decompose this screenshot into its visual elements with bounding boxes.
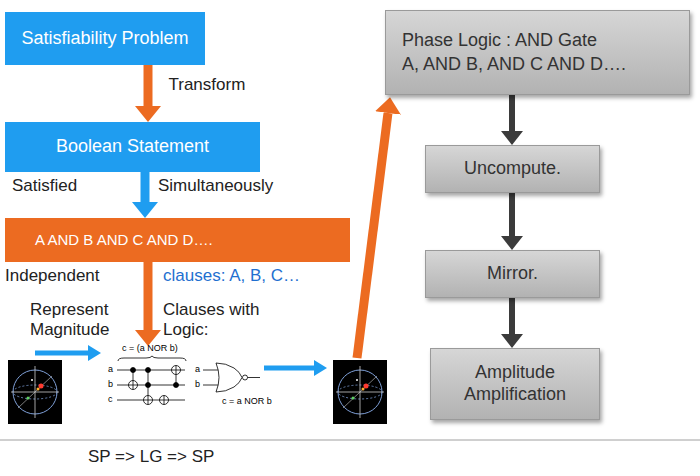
sphere-axis xyxy=(18,376,52,408)
circuit-label: c = (a NOR b) xyxy=(122,343,178,354)
wire xyxy=(117,370,185,371)
flow-arrow xyxy=(264,366,314,371)
box-title: Uncompute. xyxy=(464,158,561,180)
state-dot xyxy=(362,388,365,391)
flow-arrow xyxy=(509,193,515,236)
wire xyxy=(203,385,219,386)
target-symbol xyxy=(144,396,153,405)
target-symbol xyxy=(160,400,169,401)
box-title: Mirror. xyxy=(487,263,538,285)
box-title: Amplitude Amplification xyxy=(441,362,589,405)
flow-label: Represent Magnitude xyxy=(30,300,130,341)
flow-arrow xyxy=(144,65,153,106)
sphere-axis xyxy=(343,376,377,408)
wire-label: b xyxy=(195,379,200,390)
target-symbol xyxy=(144,400,153,401)
flow-arrow xyxy=(35,351,88,356)
flow-arrow xyxy=(509,95,515,131)
box-body: A, AND B, AND C AND D…. xyxy=(402,54,626,76)
state-dot xyxy=(39,384,44,389)
flow-label: clauses: A, B, C… xyxy=(163,266,300,286)
flow-label: Satisfied xyxy=(12,176,77,196)
wire xyxy=(248,377,261,378)
box-title: Phase Logic : AND Gate xyxy=(402,30,597,52)
flow-arrow xyxy=(141,172,150,202)
wire-label: b xyxy=(108,379,113,390)
process-box: Mirror. xyxy=(425,250,600,298)
state-dot xyxy=(364,384,369,389)
wire xyxy=(117,400,185,401)
nor-gate xyxy=(216,363,242,392)
target-symbol xyxy=(129,385,138,386)
state-dot xyxy=(352,397,355,400)
target-symbol xyxy=(172,366,181,375)
box-title: Satisfiability Problem xyxy=(21,28,188,50)
control-dot xyxy=(131,368,136,373)
flow-label: Independent xyxy=(5,266,100,286)
footer-rule xyxy=(0,440,700,441)
flow-label: Simultaneously xyxy=(158,176,273,196)
nor-bubble xyxy=(243,375,248,380)
wire xyxy=(203,370,219,371)
process-box: Uncompute. xyxy=(425,145,600,193)
flow-arrow xyxy=(357,113,388,358)
sphere-ground xyxy=(333,360,387,424)
state-dot xyxy=(31,379,33,381)
footer-note: SP => LG => SP xyxy=(88,447,214,467)
box-title: Boolean Statement xyxy=(56,136,209,158)
target-symbol xyxy=(160,396,169,405)
control-dot xyxy=(146,368,151,373)
flow-label: Clauses with Logic: xyxy=(163,300,288,341)
bloch-sphere xyxy=(333,360,387,424)
state-dot xyxy=(27,397,30,400)
process-box: A AND B AND C AND D…. xyxy=(5,218,350,262)
flow-arrow xyxy=(509,298,515,334)
process-box: Phase Logic : AND GateA, AND B, AND C AN… xyxy=(385,10,690,95)
control-dot xyxy=(174,383,179,388)
edge-label: Transform xyxy=(167,75,248,95)
brace xyxy=(118,356,186,361)
process-box: Amplitude Amplification xyxy=(430,348,600,420)
box-title: A AND B AND C AND D…. xyxy=(35,231,213,249)
circuit-label: c = a NOR b xyxy=(222,396,272,407)
flow-arrow xyxy=(144,262,153,330)
wire-label: c xyxy=(108,394,113,405)
wire-label: a xyxy=(195,364,200,375)
sphere-ground xyxy=(8,360,62,424)
process-box: Satisfiability Problem xyxy=(5,12,205,65)
wire-label: a xyxy=(108,364,113,375)
target-symbol xyxy=(129,381,138,390)
control-dot xyxy=(146,383,151,388)
target-symbol xyxy=(172,370,181,371)
process-box: Boolean Statement xyxy=(5,122,260,172)
state-dot xyxy=(37,388,40,391)
bloch-sphere xyxy=(8,360,62,424)
state-dot xyxy=(356,379,358,381)
